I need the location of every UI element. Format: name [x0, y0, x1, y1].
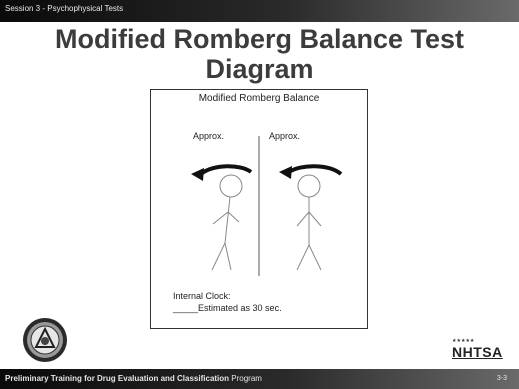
- right-figure-icon: [296, 174, 322, 271]
- diagram-title: Modified Romberg Balance: [198, 93, 320, 104]
- page-number: 3-3: [496, 375, 507, 382]
- internal-clock-value: _____Estimated as 30 sec.: [173, 303, 282, 313]
- nhtsa-logo: ★★★★★ NHTSA: [452, 338, 506, 366]
- approx-label-right: Approx.: [269, 131, 301, 141]
- nhtsa-stars-icon: ★★★★★: [452, 338, 475, 344]
- romberg-diagram: Modified Romberg Balance Approx. Approx.…: [150, 89, 368, 329]
- left-arrowhead: [191, 168, 204, 181]
- session-label: Session 3 - Psychophysical Tests: [5, 4, 124, 13]
- internal-clock-label: Internal Clock:: [173, 291, 231, 301]
- left-tilt-arrow-icon: [199, 164, 253, 176]
- right-arrowhead: [279, 166, 292, 179]
- footer-text-bold: Preliminary Training for Drug Evaluation…: [5, 374, 230, 383]
- approx-label-left: Approx.: [193, 131, 225, 141]
- left-figure-icon: [211, 174, 243, 271]
- footer-text-regular: Program: [229, 374, 262, 383]
- right-tilt-arrow-icon: [287, 164, 343, 176]
- slide-title: Modified Romberg Balance Test Diagram: [54, 24, 465, 84]
- diagram-drawing: [191, 136, 343, 276]
- nhtsa-wordmark: NHTSA: [452, 344, 503, 360]
- footer-text: Preliminary Training for Drug Evaluation…: [5, 374, 262, 383]
- header-bar: Session 3 - Psychophysical Tests: [0, 0, 519, 22]
- dot-seal-logo-icon: [23, 318, 67, 362]
- footer-bar: Preliminary Training for Drug Evaluation…: [0, 369, 519, 389]
